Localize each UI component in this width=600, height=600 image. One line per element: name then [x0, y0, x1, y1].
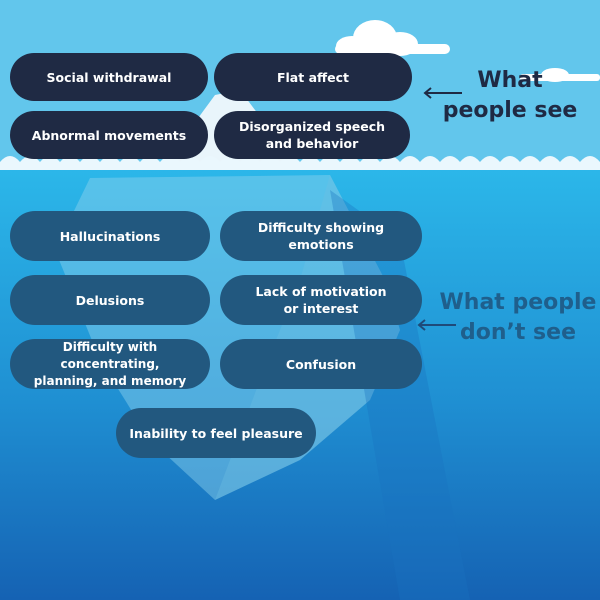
symptom-hallucinations: Hallucinations: [10, 211, 210, 261]
heading-what-people-dont-see: What people don’t see: [439, 290, 597, 345]
symptom-social-withdrawal: Social withdrawal: [10, 53, 208, 101]
symptom-flat-affect: Flat affect: [214, 53, 412, 101]
symptom-difficulty-concentrating: Difficulty with concentrating, planning,…: [10, 339, 210, 389]
arrow-left-icon: [417, 319, 456, 331]
symptom-delusions: Delusions: [10, 275, 210, 325]
symptom-lack-of-motivation: Lack of motivation or interest: [220, 275, 422, 325]
cloud: [335, 20, 600, 82]
waterline: [0, 156, 600, 170]
symptom-abnormal-movements: Abnormal movements: [10, 111, 208, 159]
heading-what-people-see: What people see: [442, 68, 578, 123]
symptom-inability-to-feel-pleasure: Inability to feel pleasure: [116, 408, 316, 458]
arrow-left-icon: [423, 87, 462, 99]
symptom-difficulty-showing-emotions: Difficulty showing emotions: [220, 211, 422, 261]
symptom-disorganized-speech: Disorganized speech and behavior: [214, 111, 410, 159]
symptom-confusion: Confusion: [220, 339, 422, 389]
